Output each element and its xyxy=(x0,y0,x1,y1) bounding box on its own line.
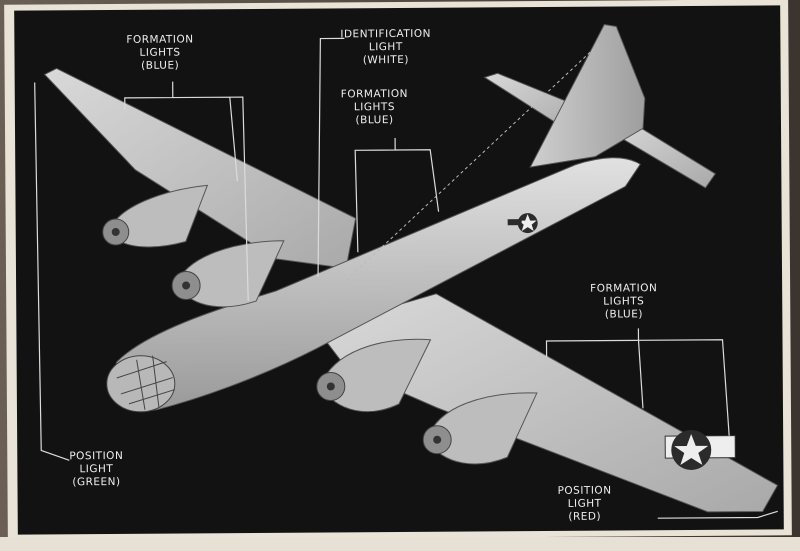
callout-line: POSITION xyxy=(69,449,124,463)
nose-glazing xyxy=(106,355,176,413)
callout-line: (GREEN) xyxy=(72,475,121,489)
callout-line: (RED) xyxy=(568,510,602,523)
fuselage-star-insignia xyxy=(507,213,538,234)
callout-line: LIGHTS xyxy=(353,101,396,114)
callout-line: LIGHT xyxy=(567,497,602,510)
callout-line: (BLUE) xyxy=(355,114,394,127)
callout-line: POSITION xyxy=(557,484,612,497)
leader-lines xyxy=(34,37,778,519)
callout-line: LIGHT xyxy=(79,462,114,476)
callout-position-light-green: POSITION LIGHT (GREEN) xyxy=(69,450,123,489)
engine-inner-right xyxy=(316,338,432,412)
callout-line: (BLUE) xyxy=(141,59,180,72)
callout-line: IDENTIFICATION xyxy=(340,27,432,41)
callout-line: (BLUE) xyxy=(604,308,643,321)
diagram-panel: FORMATION LIGHTS (BLUE) IDENTIFICATION L… xyxy=(14,5,784,535)
wing-star-insignia xyxy=(664,429,736,470)
callout-position-light-red: POSITION LIGHT (RED) xyxy=(558,485,612,524)
callout-line: LIGHT xyxy=(368,40,403,54)
callout-line: FORMATION xyxy=(126,33,194,46)
engine-inner-left xyxy=(171,240,285,308)
engine-outer-left xyxy=(102,184,209,248)
vertical-tail xyxy=(529,24,646,168)
paper-sheet: FORMATION LIGHTS (BLUE) IDENTIFICATION L… xyxy=(4,0,792,541)
callout-line: (WHITE) xyxy=(362,53,409,67)
callout-formation-lights-center: FORMATION LIGHTS (BLUE) xyxy=(341,88,408,127)
callout-formation-lights-left: FORMATION LIGHTS (BLUE) xyxy=(126,33,193,72)
callout-line: LIGHTS xyxy=(603,295,645,308)
callout-line: FORMATION xyxy=(340,87,408,101)
callout-line: FORMATION xyxy=(590,282,658,295)
callout-formation-lights-right: FORMATION LIGHTS (BLUE) xyxy=(590,282,657,321)
page-bottom-edge xyxy=(0,537,800,551)
callout-identification-light: IDENTIFICATION LIGHT (WHITE) xyxy=(340,28,431,68)
callout-line: LIGHTS xyxy=(139,46,181,59)
aircraft-illustration xyxy=(34,24,779,519)
antenna-wire xyxy=(315,42,601,309)
engine-outer-right xyxy=(422,392,538,465)
